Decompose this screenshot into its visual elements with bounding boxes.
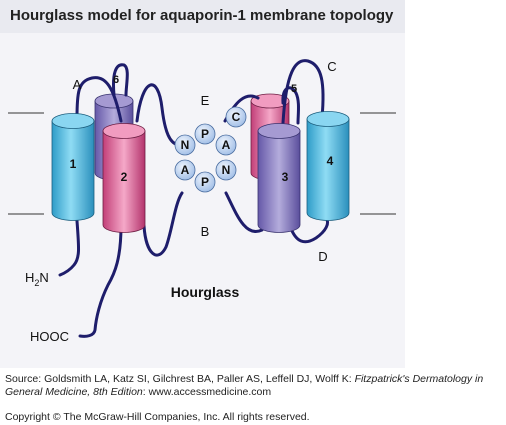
loop-d-path [288,216,330,244]
diagram-area: 1 2 3 4 [0,33,405,368]
loop-labels: A B C D E 6 5 [73,59,337,264]
loop-label-b: B [201,224,210,239]
c-terminus-tail [78,224,123,338]
n-terminus-label: H2N [25,270,49,288]
title-bar: Hourglass model for aquaporin-1 membrane… [0,0,405,33]
helix-5-label: 5 [291,83,297,95]
loop-b-left-path [142,191,184,257]
helix-1: 1 [51,113,95,221]
loop-a-path [75,76,123,123]
helix-6-label: 6 [113,74,119,86]
helix-1-label: 1 [70,157,77,171]
svg-text:P: P [201,127,209,141]
loops [58,59,330,338]
loop-b-right-path [224,191,264,233]
helix-3-label: 3 [282,170,289,184]
helix-2: 2 [102,123,146,233]
loop-6-top-path [112,63,129,97]
loop-label-e: E [201,93,210,108]
helix-3: 3 [257,123,301,233]
residue-c: C [225,106,247,128]
source-citation: Source: Goldsmith LA, Katz SI, Gilchrest… [5,373,484,398]
hourglass-label: Hourglass [171,284,240,300]
residue-left-a: A [215,134,237,156]
residue-right-n: N [215,159,237,181]
svg-text:N: N [222,163,231,177]
residue-left-p: P [194,123,216,145]
residue-left-n: N [174,134,196,156]
svg-text:A: A [181,163,190,177]
c-terminus-label: HOOC [30,329,69,344]
svg-text:A: A [222,138,231,152]
membrane-lines [8,112,396,215]
copyright-notice: Copyright © The McGraw-Hill Companies, I… [5,411,310,423]
helix-4: 4 [306,111,350,221]
loop-label-a: A [73,77,82,92]
svg-text:C: C [232,110,241,124]
book-title: Fitzpatrick's Dermatology in General Med… [5,373,484,398]
loop-e-left-path [135,83,180,147]
loop-label-c: C [327,59,336,74]
helix-4-label: 4 [327,154,334,168]
loop-label-d: D [318,249,327,264]
svg-text:N: N [181,138,190,152]
svg-text:P: P [201,175,209,189]
helix-2-label: 2 [121,170,128,184]
figure-title: Hourglass model for aquaporin-1 membrane… [10,7,394,24]
npa-residues: N P A A N [174,106,247,193]
figure-panel: Hourglass model for aquaporin-1 membrane… [0,0,405,368]
residue-right-p: P [194,171,216,193]
n-terminus-tail [58,219,81,277]
topology-diagram: 1 2 3 4 [8,59,396,344]
loop-5-top-path [281,86,300,125]
residue-right-a: A [174,159,196,181]
